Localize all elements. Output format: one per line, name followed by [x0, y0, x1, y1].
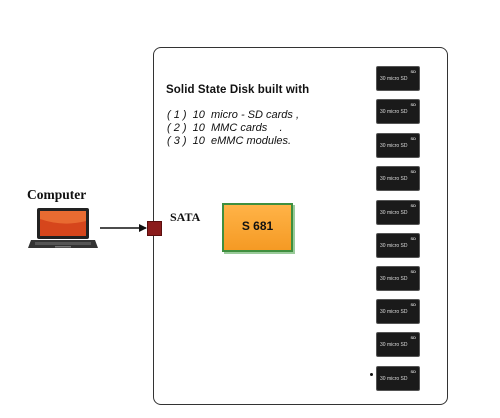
- feature-emmc: ( 3 ) 10 eMMC modules.: [167, 135, 292, 147]
- card-logo: SD: [410, 102, 416, 107]
- card-logo: SD: [410, 69, 416, 74]
- sata-label: SATA: [170, 210, 201, 224]
- card-text: 30 micro SD: [380, 276, 408, 282]
- card-logo: SD: [410, 369, 416, 374]
- card-text: 30 micro SD: [380, 309, 408, 315]
- card-text: 30 micro SD: [380, 210, 408, 216]
- card-logo: SD: [410, 169, 416, 174]
- card-text: 30 micro SD: [380, 176, 408, 182]
- card-text: 30 micro SD: [380, 243, 408, 249]
- card-text: 30 micro SD: [380, 143, 408, 149]
- card-logo: SD: [410, 136, 416, 141]
- card-logo: SD: [410, 269, 416, 274]
- computer-label: Computer: [27, 187, 87, 202]
- feature-micro-sd: ( 1 ) 10 micro - SD cards ,: [167, 109, 300, 121]
- controller-chip: S 681: [222, 203, 293, 252]
- card-text: 30 micro SD: [380, 342, 408, 348]
- ssd-title: Solid State Disk built with: [166, 84, 310, 96]
- feature-mmc: ( 2 ) 10 MMC cards .: [167, 122, 283, 134]
- sata-port: [147, 221, 162, 236]
- card-logo: SD: [410, 335, 416, 340]
- card-text: 30 micro SD: [380, 76, 408, 82]
- bullet-dot: [370, 373, 373, 376]
- laptop-icon: [28, 208, 98, 248]
- card-logo: SD: [410, 302, 416, 307]
- card-logo: SD: [410, 203, 416, 208]
- card-text: 30 micro SD: [380, 109, 408, 115]
- card-text: 30 micro SD: [380, 376, 408, 382]
- card-logo: SD: [410, 236, 416, 241]
- chip-label: S 681: [241, 219, 274, 233]
